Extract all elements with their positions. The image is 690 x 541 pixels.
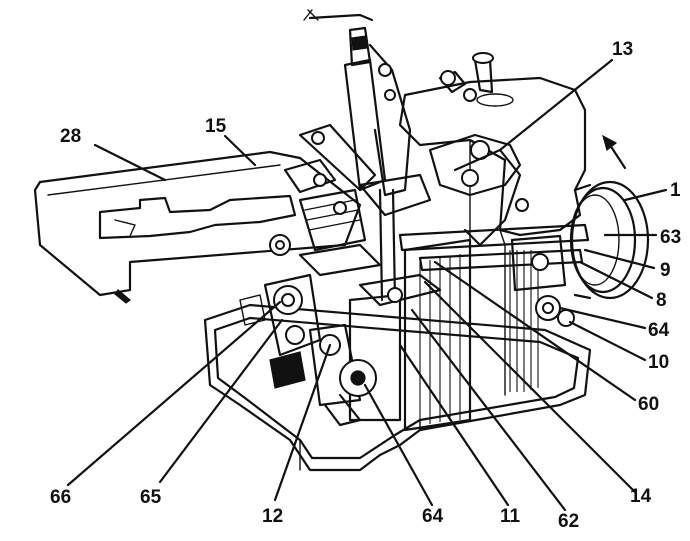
leader-8 bbox=[578, 260, 654, 300]
machine-drawing bbox=[33, 9, 650, 472]
needle-bar-assembly bbox=[303, 9, 432, 302]
leader-15 bbox=[223, 134, 257, 167]
leader-14 bbox=[423, 280, 637, 494]
leader-11 bbox=[398, 343, 510, 507]
label-64b: 64 bbox=[422, 506, 444, 527]
label-63: 63 bbox=[660, 227, 681, 248]
leader-60 bbox=[433, 260, 637, 402]
label-65: 65 bbox=[140, 487, 162, 508]
leader-lines bbox=[66, 58, 668, 512]
leader-66 bbox=[66, 300, 282, 487]
leader-12 bbox=[273, 343, 332, 502]
label-62: 62 bbox=[558, 511, 579, 532]
leader-1 bbox=[623, 188, 668, 202]
label-10: 10 bbox=[648, 352, 669, 373]
label-8: 8 bbox=[656, 290, 667, 311]
label-1: 1 bbox=[670, 180, 681, 201]
leader-9 bbox=[583, 248, 656, 270]
label-60: 60 bbox=[638, 394, 659, 415]
label-15: 15 bbox=[205, 116, 227, 137]
label-64a: 64 bbox=[648, 320, 670, 341]
leader-13 bbox=[498, 58, 614, 152]
horizontal-shafts bbox=[398, 223, 590, 292]
label-11: 11 bbox=[500, 506, 521, 527]
label-12: 12 bbox=[262, 506, 283, 527]
leader-64a bbox=[558, 306, 647, 330]
leader-64b bbox=[363, 383, 434, 507]
label-9: 9 bbox=[660, 260, 671, 281]
label-28: 28 bbox=[60, 126, 81, 147]
label-66: 66 bbox=[50, 487, 71, 508]
leader-65 bbox=[158, 318, 284, 484]
label-13: 13 bbox=[612, 39, 633, 60]
presser-foot-assembly bbox=[283, 158, 442, 422]
leader-10 bbox=[568, 320, 647, 362]
upper-looper-mechanism bbox=[298, 123, 529, 247]
leader-28 bbox=[93, 143, 167, 182]
rotation-arrow bbox=[602, 134, 627, 170]
leader-62 bbox=[410, 308, 567, 512]
label-14: 14 bbox=[630, 486, 652, 507]
callout-labels: 28 15 13 1 63 9 8 64 10 60 14 62 11 64 1… bbox=[50, 39, 681, 532]
